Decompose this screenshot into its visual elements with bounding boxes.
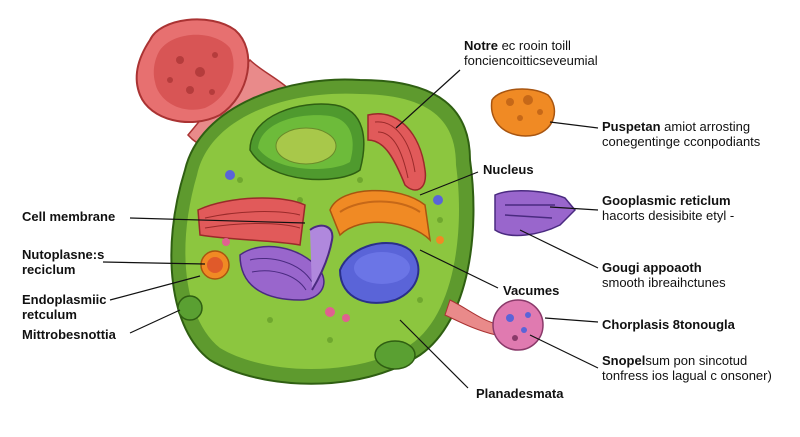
label-snopel-title: Snopel (602, 353, 646, 368)
nucleus (338, 241, 420, 304)
label-notre-title: Notre (464, 38, 498, 53)
label-gooplasmic-line2: hacorts desisibite etyl - (602, 208, 735, 223)
label-planadesmata: Planadesmata (476, 386, 564, 401)
pink-vesicle (492, 299, 544, 351)
label-snopel-rest: sum pon sincotud (645, 353, 748, 368)
label-notre-rest: ec rooin toill (501, 38, 571, 53)
label-endoplasmic-line1: Endoplasmiic (22, 292, 107, 307)
label-vacumes: Vacumes (503, 283, 560, 298)
chloroplast (249, 103, 365, 181)
rough-er-top (367, 113, 427, 191)
label-notre-line2: fonciencoitticseveumial (464, 53, 598, 68)
label-puspetan: Puspetan amiot arrosting conegentinge cc… (602, 119, 760, 149)
right-stalk (444, 299, 501, 336)
small-vesicles (222, 170, 444, 322)
label-nutoplasne: Nutoplasne:s reciclum (22, 247, 104, 277)
label-endoplasmic-line2: retculum (22, 307, 77, 322)
label-gooplasmic: Gooplasmic reticlum hacorts desisibite e… (602, 193, 734, 223)
label-puspetan-line2: conegentinge cconpodiants (602, 134, 761, 149)
orange-body (490, 88, 556, 137)
label-nutoplasne-line2: reciclum (22, 262, 76, 277)
right-golgi (494, 189, 577, 237)
label-cell-membrane: Cell membrane (22, 209, 116, 224)
golgi-body (239, 224, 334, 301)
label-snopel-line2: tonfress ios lagual c onsoner) (602, 368, 772, 383)
label-nutoplasne-line1: Nutoplasne:s (22, 247, 105, 262)
label-gougi-title: Gougi appoaoth (602, 260, 702, 275)
label-notre: Notre ec rooin toill fonciencoitticseveu… (464, 38, 598, 68)
label-puspetan-title: Puspetan (602, 119, 661, 134)
leader-lines (102, 69, 599, 389)
label-endoplasmic: Endoplasmiic retculum (22, 292, 107, 322)
label-snopel: Snopelsum pon sincotud tonfress ios lagu… (602, 353, 772, 383)
mitochondria-band (329, 189, 432, 243)
small-orange-organelle (200, 250, 230, 280)
label-gougi: Gougi appoaoth smooth ibreaihctunes (602, 260, 726, 290)
label-puspetan-rest: amiot arrosting (664, 119, 751, 134)
label-mittrobesnottia: Mittrobesnottia (22, 327, 116, 342)
label-gooplasmic-title: Gooplasmic reticlum (602, 193, 731, 208)
label-gougi-line2: smooth ibreaihctunes (602, 275, 726, 290)
label-chorplasis: Chorplasis 8tonougla (602, 317, 735, 332)
label-nucleus: Nucleus (483, 162, 534, 177)
